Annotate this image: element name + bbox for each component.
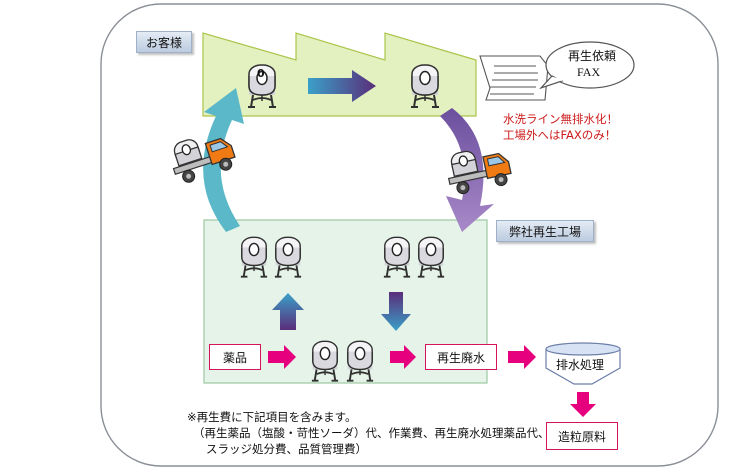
footnote-line3: スラッジ処分費、品質管理費） — [206, 442, 367, 456]
wastewater-to-treatment-arrow — [508, 345, 536, 369]
granulation-material-box: 造粒原料 — [546, 422, 618, 450]
return-arc-arrow — [203, 88, 244, 232]
factory-tank-2 — [273, 236, 303, 278]
factory-tank-1 — [239, 236, 269, 278]
up-arrow — [272, 293, 304, 330]
customer-tank-right — [410, 64, 440, 108]
warning-line2: 工場外へはFAXのみ！ — [503, 128, 617, 142]
wastewater-treatment-label: 排水処理 — [556, 358, 605, 372]
fax-callout-line2: FAX — [577, 65, 601, 79]
factory-tank-4 — [416, 236, 446, 278]
fax-sheet-icon — [479, 55, 549, 101]
fax-callout-line1: 再生依頼 — [568, 49, 617, 63]
factory-tank-3 — [382, 236, 412, 278]
warning-line1: 水洗ライン無排水化！ — [503, 112, 618, 126]
footnote-line1: ※再生費に下記項目を含みます。 — [187, 410, 357, 424]
treatment-to-granulation-arrow — [570, 392, 596, 417]
return-truck — [165, 126, 239, 187]
factory-tank-5 — [310, 340, 340, 382]
customer-label: お客様 — [136, 31, 192, 53]
chemicals-box: 薬品 — [209, 344, 261, 370]
outer-frame — [100, 3, 719, 467]
factory-label: 弊社再生工場 — [496, 220, 594, 242]
chemicals-to-tank-arrow — [268, 345, 296, 369]
down-arrow — [381, 292, 411, 331]
customer-transfer-arrow — [308, 70, 376, 102]
footnote-line2: （再生薬品（塩酸・苛性ソーダ）代、作業費、再生廃水処理薬品代、 — [193, 426, 550, 440]
wastewater-treatment-tank — [545, 342, 621, 385]
tank-to-wastewater-arrow — [390, 345, 416, 369]
regen-wastewater-box: 再生廃水 — [425, 344, 497, 370]
tank-mark-customer-left: 0 — [257, 67, 265, 80]
factory-tank-6 — [345, 340, 375, 382]
fax-callout-bubble — [538, 41, 635, 90]
